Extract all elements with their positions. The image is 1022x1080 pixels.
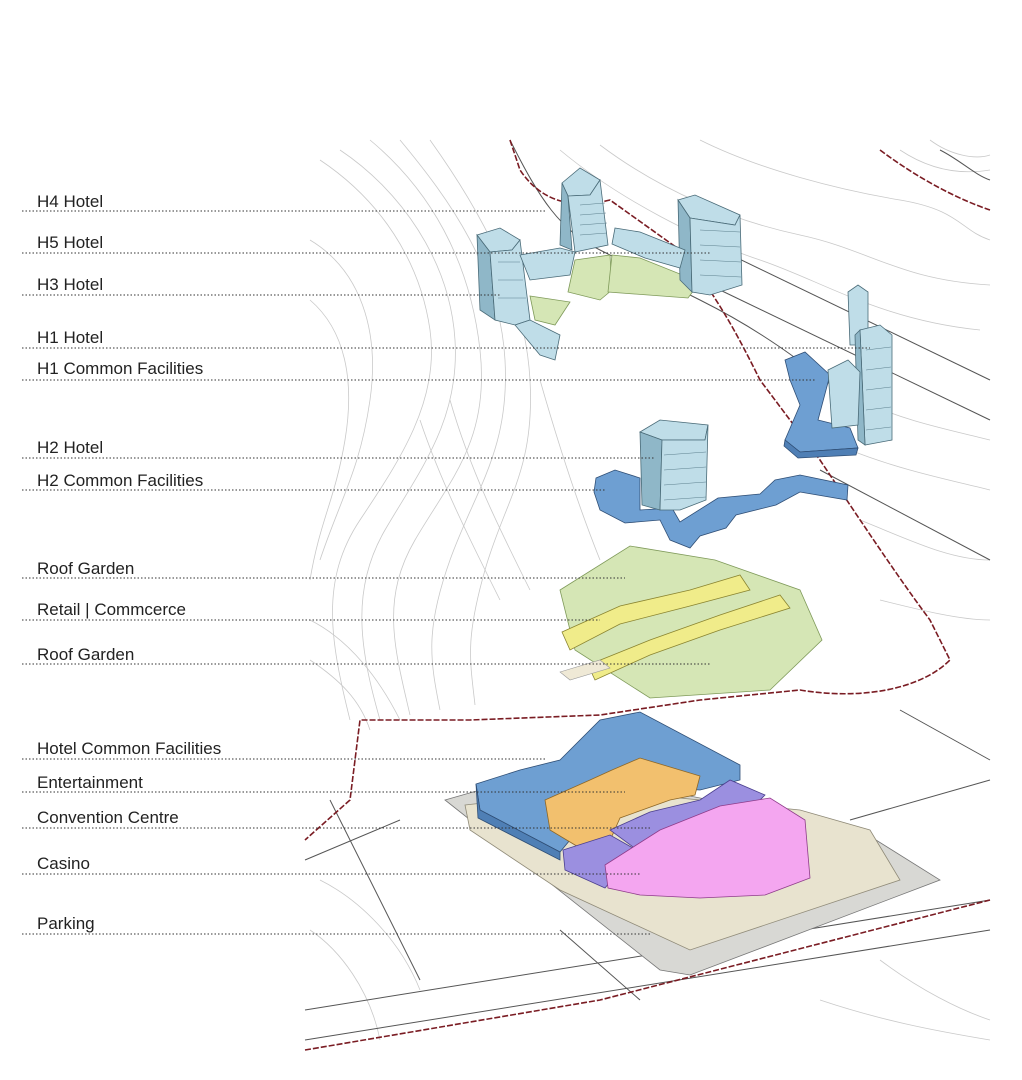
site-boundary-line-east [879,149,991,211]
hotel-cluster-north [476,167,743,361]
h3-roof-garden-block [567,254,613,301]
h2-hotel-tower [639,419,709,511]
h1-hotel-tower [827,284,893,446]
retail-strip-south [587,594,791,681]
site-boundary-line-south [304,899,991,1051]
h5-hotel-tower [611,194,743,296]
label-h3-hotel: H3 Hotel [37,275,103,294]
h1-hotel-group [783,284,893,459]
roof-garden-level [559,545,823,699]
h3-hotel-tower [476,227,561,361]
label-h4-hotel: H4 Hotel [37,192,103,211]
label-entertainment: Entertainment [37,773,143,792]
label-hotel-common-facilities: Hotel Common Facilities [37,739,221,758]
label-h1-common-facilities: H1 Common Facilities [37,359,203,378]
label-parking: Parking [37,914,95,933]
h3-lower-garden-block [529,295,571,326]
tower-floor-lines [498,202,742,299]
label-convention-centre: Convention Centre [37,808,179,827]
label-roof-garden-upper: Roof Garden [37,559,134,578]
h4-hotel-tower [519,167,609,281]
label-retail-commerce: Retail | Commcerce [37,600,186,619]
leader-lines [22,210,870,935]
label-roof-garden-lower: Roof Garden [37,645,134,664]
retail-strip-north [561,574,751,651]
topographic-contours [309,139,991,1041]
label-casino: Casino [37,854,90,873]
h2-hotel-group [593,419,849,549]
label-h2-hotel: H2 Hotel [37,438,103,457]
labels: H4 Hotel H5 Hotel H3 Hotel H1 Hotel H1 C… [37,192,221,933]
podium-level [444,711,941,976]
label-h2-common-facilities: H2 Common Facilities [37,471,203,490]
label-h1-hotel: H1 Hotel [37,328,103,347]
label-h5-hotel: H5 Hotel [37,233,103,252]
casino-block [604,797,811,899]
entertainment-block [544,757,701,849]
